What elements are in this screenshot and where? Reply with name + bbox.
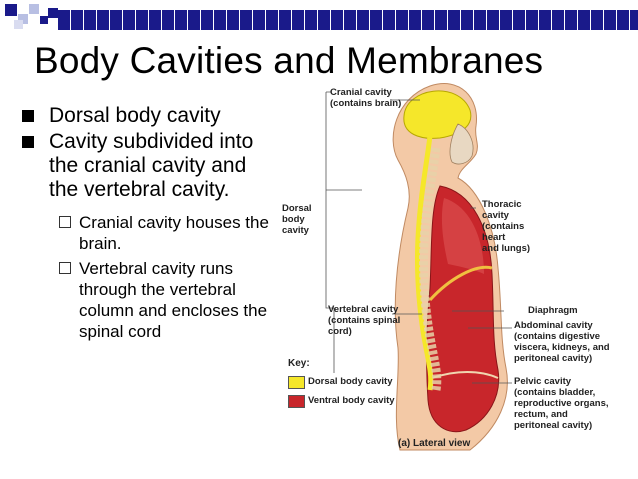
label-dorsal-body-cavity: Dorsal body cavity (282, 203, 312, 236)
leader-lines (325, 91, 512, 384)
brain-shape (403, 90, 472, 139)
square-bullet-icon (22, 136, 34, 148)
key-label-ventral: Ventral body cavity (308, 395, 395, 406)
deco-square (5, 4, 17, 16)
bullet-list: Dorsal body cavity Cavity subdivided int… (22, 104, 272, 342)
bullet-text: Cavity subdivided into the cranial cavit… (49, 130, 254, 201)
sub-bullet-item: Vertebral cavity runs through the verteb… (22, 258, 269, 342)
slide-title: Body Cavities and Membranes (34, 40, 544, 81)
deco-square (29, 4, 39, 14)
title-divider-line (58, 10, 638, 30)
body-cavities-figure: Cranial cavity (contains brain) Dorsal b… (280, 78, 630, 458)
deco-square (40, 16, 48, 24)
label-diaphragm: Diaphragm (528, 305, 578, 316)
label-abdominal-cavity: Abdominal cavity (contains digestive vis… (514, 320, 610, 364)
sub-bullet-text: Vertebral cavity runs through the verteb… (79, 259, 268, 341)
square-bullet-icon (22, 110, 34, 122)
deco-square (18, 14, 28, 24)
label-cranial-cavity: Cranial cavity (contains brain) (330, 87, 402, 109)
sub-bullet-text: Cranial cavity houses the brain. (79, 213, 269, 253)
deco-square (14, 20, 23, 29)
key-swatch-ventral (288, 395, 305, 408)
lung-shape (441, 198, 484, 274)
spinal-cord (414, 135, 434, 391)
decorative-top-bar (0, 0, 638, 38)
figure-caption: (a) Lateral view (398, 438, 471, 449)
hollow-square-bullet-icon (59, 216, 71, 228)
sub-bullet-item: Cranial cavity houses the brain. (22, 212, 269, 254)
bullet-item: Cavity subdivided into the cranial cavit… (22, 130, 271, 202)
key-swatch-dorsal (288, 376, 305, 389)
bullet-item: Dorsal body cavity (22, 104, 272, 128)
key-title: Key: (288, 358, 310, 369)
vertebral-column (418, 147, 442, 391)
hollow-square-bullet-icon (59, 262, 71, 274)
deco-square (48, 8, 58, 18)
body-lateral-illustration (325, 83, 512, 451)
diaphragm-line (428, 265, 493, 302)
label-vertebral-cavity: Vertebral cavity (contains spinal cord) (328, 304, 401, 337)
label-pelvic-cavity: Pelvic cavity (contains bladder, reprodu… (514, 376, 609, 431)
skull-face (449, 123, 474, 165)
bullet-text: Dorsal body cavity (49, 104, 221, 127)
key-label-dorsal: Dorsal body cavity (308, 376, 393, 387)
label-thoracic-cavity: Thoracic cavity (contains heart and lung… (482, 199, 531, 254)
